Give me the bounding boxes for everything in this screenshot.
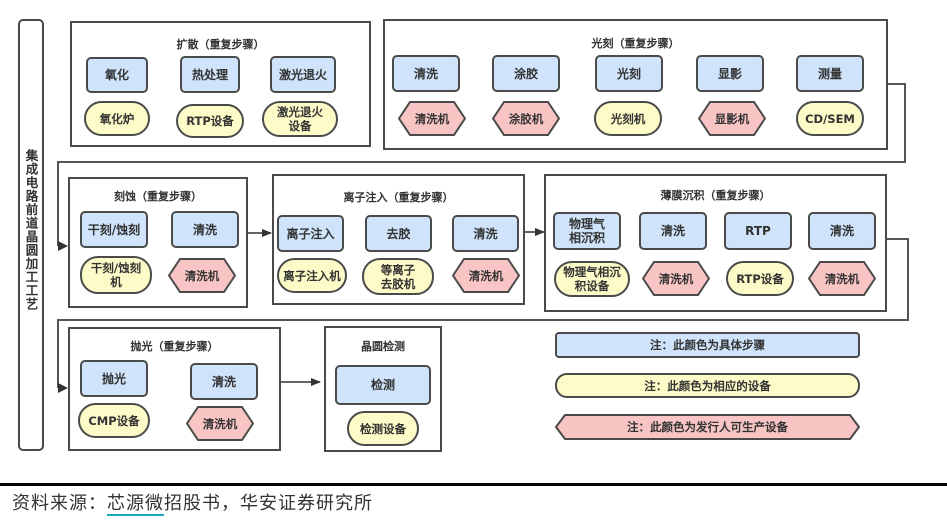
equip-ion-implanter[interactable]: 离子注入机 (277, 258, 347, 293)
equip-label: 显影机 (714, 111, 750, 126)
step-cleaning[interactable]: 清洗 (190, 363, 258, 400)
legend-equipment: 注：此颜色为相应的设备 (555, 373, 860, 398)
legend-issuer-equipment: 注：此颜色为发行人可生产设备 (555, 414, 860, 440)
footer-divider (0, 483, 947, 486)
group-title: 薄膜沉积（重复步骤） (660, 189, 771, 202)
group-title: 离子注入（重复步骤） (343, 191, 454, 204)
source-link[interactable]: 芯源微 (107, 493, 164, 516)
group-lithography: 光刻（重复步骤） 清洗 涂胶 光刻 显影 测量 清洗机 涂胶机 光刻机 显影机 … (383, 19, 888, 150)
equip-cleaner[interactable]: 清洗机 (452, 258, 520, 293)
equip-cd-sem[interactable]: CD/SEM (796, 101, 864, 136)
arrow-head (58, 241, 68, 251)
equip-dry-etcher[interactable]: 干刻/蚀刻机 (80, 256, 152, 294)
equip-cleaner[interactable]: 清洗机 (398, 101, 466, 136)
source-note: 资料来源：芯源微招股书，华安证券研究所 (12, 489, 373, 516)
equip-cleaner[interactable]: 清洗机 (642, 261, 710, 296)
arrow-head (58, 383, 68, 393)
step-inspection[interactable]: 检测 (335, 365, 431, 405)
equip-rtp[interactable]: RTP设备 (176, 104, 244, 138)
equip-label: 清洗机 (414, 111, 450, 126)
equip-cleaner[interactable]: 清洗机 (186, 406, 254, 441)
step-coating[interactable]: 涂胶 (492, 55, 560, 92)
step-measure[interactable]: 测量 (796, 55, 864, 92)
group-title: 抛光（重复步骤） (130, 340, 219, 353)
equip-coater[interactable]: 涂胶机 (492, 101, 560, 136)
step-pvd[interactable]: 物理气相沉积 (553, 212, 621, 250)
group-title: 晶圆检测 (361, 340, 405, 353)
equip-lithography-machine[interactable]: 光刻机 (594, 101, 662, 136)
equip-inspection[interactable]: 检测设备 (347, 411, 419, 446)
equip-label: 清洗机 (824, 271, 860, 286)
step-cleaning[interactable]: 清洗 (392, 55, 460, 92)
equip-oxidation-furnace[interactable]: 氧化炉 (84, 101, 150, 136)
equip-pvd[interactable]: 物理气相沉积设备 (554, 261, 630, 297)
step-oxidation[interactable]: 氧化 (86, 57, 148, 93)
group-etching: 刻蚀（重复步骤） 干刻/蚀刻 清洗 干刻/蚀刻机 清洗机 (68, 177, 248, 308)
group-ion-implant: 离子注入（重复步骤） 离子注入 去胶 清洗 离子注入机 等离子去胶机 清洗机 (272, 174, 525, 305)
equip-label: 涂胶机 (508, 111, 544, 126)
step-rtp[interactable]: RTP (724, 212, 792, 250)
step-ion-implant[interactable]: 离子注入 (277, 215, 344, 252)
row2-to-row3-connector (57, 238, 909, 388)
equip-cleaner[interactable]: 清洗机 (808, 261, 876, 296)
step-exposure[interactable]: 光刻 (595, 55, 663, 92)
process-title-panel: 集成电路前道晶圆加工工艺 (18, 19, 44, 451)
step-develop[interactable]: 显影 (696, 55, 764, 92)
group-diffusion: 扩散（重复步骤） 氧化 热处理 激光退火 氧化炉 RTP设备 激光退火设备 (70, 21, 371, 147)
equip-label: 清洗机 (658, 271, 694, 286)
equip-label: 清洗机 (468, 268, 504, 283)
step-cleaning[interactable]: 清洗 (808, 212, 876, 250)
step-dry-etch[interactable]: 干刻/蚀刻 (80, 211, 148, 248)
equip-label: 清洗机 (202, 416, 238, 431)
step-polish[interactable]: 抛光 (80, 360, 148, 397)
row1-to-row2-connector (57, 83, 906, 246)
source-prefix: 资料来源： (12, 493, 107, 514)
group-polishing: 抛光（重复步骤） 抛光 清洗 CMP设备 清洗机 (68, 327, 281, 451)
step-cleaning[interactable]: 清洗 (171, 211, 239, 248)
legend-label: 注：此颜色为发行人可生产设备 (627, 420, 788, 434)
equip-laser-anneal[interactable]: 激光退火设备 (262, 101, 338, 137)
step-laser-anneal[interactable]: 激光退火 (270, 56, 336, 93)
equip-label: 清洗机 (184, 268, 220, 283)
step-cleaning[interactable]: 清洗 (452, 215, 519, 252)
equip-developer[interactable]: 显影机 (698, 101, 766, 136)
step-strip[interactable]: 去胶 (365, 215, 432, 252)
equip-plasma-stripper[interactable]: 等离子去胶机 (362, 258, 434, 295)
group-thin-film: 薄膜沉积（重复步骤） 物理气相沉积 清洗 RTP 清洗 物理气相沉积设备 清洗机… (544, 174, 887, 312)
step-heat-treatment[interactable]: 热处理 (180, 56, 240, 93)
equip-rtp[interactable]: RTP设备 (726, 261, 794, 296)
legend-step: 注：此颜色为具体步骤 (555, 332, 860, 358)
group-title: 光刻（重复步骤） (591, 37, 680, 50)
group-title: 扩散（重复步骤） (176, 38, 265, 51)
equip-cmp[interactable]: CMP设备 (78, 403, 150, 438)
process-title: 集成电路前道晶圆加工工艺 (23, 149, 39, 311)
group-inspection: 晶圆检测 检测 检测设备 (324, 326, 442, 452)
group-title: 刻蚀（重复步骤） (114, 190, 202, 203)
source-suffix: 招股书，华安证券研究所 (164, 493, 373, 514)
equip-cleaner[interactable]: 清洗机 (168, 258, 236, 293)
step-cleaning[interactable]: 清洗 (639, 212, 707, 250)
